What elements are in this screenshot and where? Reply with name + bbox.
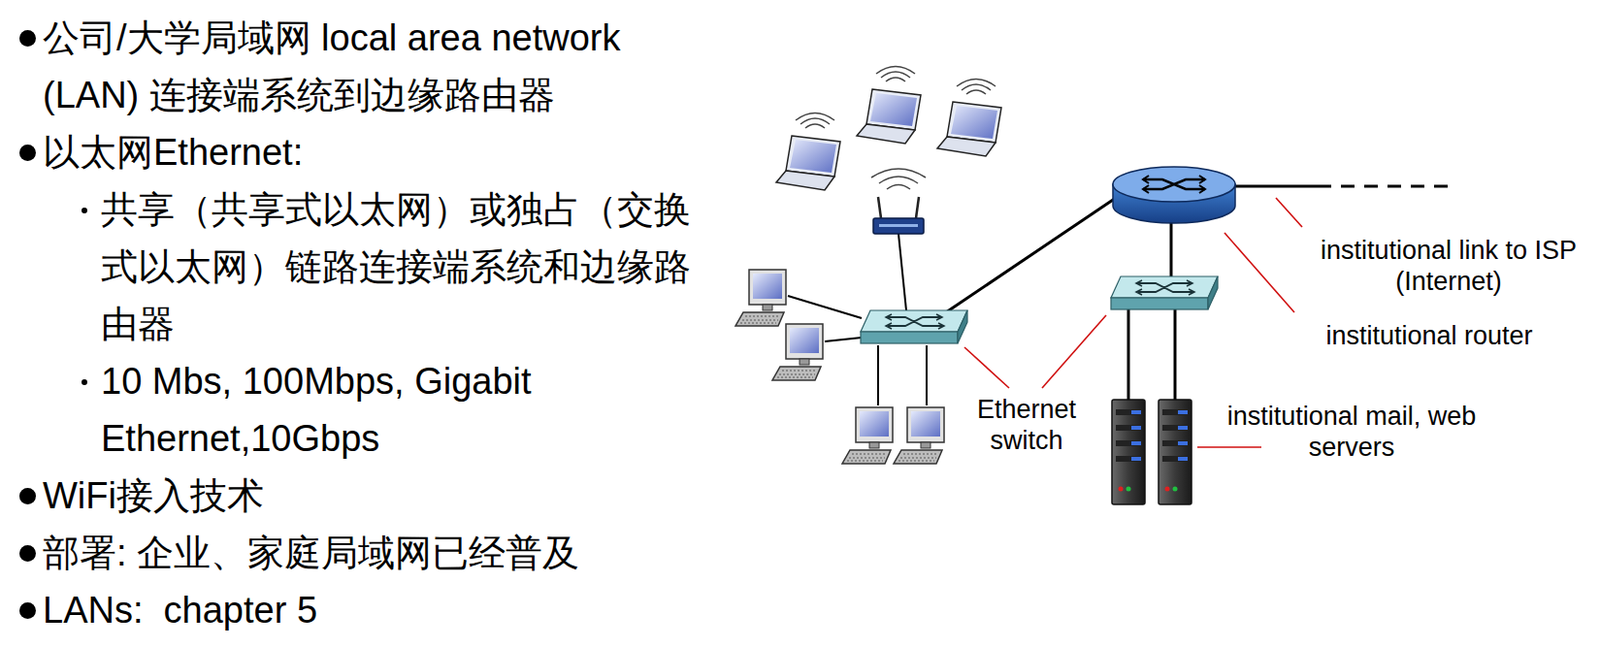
- wire: [925, 345, 928, 406]
- bullet-mark: [81, 379, 88, 386]
- bullet-item: 10 Mbs, 100Mbps, Gigabit Ethernet,10Gbps: [0, 353, 719, 468]
- network-wires: [787, 186, 1448, 406]
- leader-line: [1275, 197, 1303, 228]
- leader-line: [964, 347, 1010, 389]
- leader-line: [1224, 232, 1295, 313]
- bullet-text: WiFi接入技术: [42, 467, 719, 525]
- wire: [946, 197, 1116, 313]
- wireless-access-point: [871, 168, 926, 234]
- wire: [1174, 309, 1177, 400]
- wire: [787, 295, 862, 319]
- leader-line: [1197, 446, 1262, 449]
- router-icon: [1112, 166, 1236, 224]
- laptop-icon: [776, 113, 841, 192]
- desktop-pc-icon: [735, 269, 786, 327]
- bullet-item: 公司/大学局域网 local area network (LAN) 连接端系统到…: [0, 9, 719, 125]
- bullet-item: 共享（共享式以太网）或独占（交换式以太网）链路连接端系统和边缘路由器: [0, 181, 719, 354]
- bullet-mark: [19, 602, 36, 620]
- leader-line: [1042, 315, 1107, 389]
- server-icon: [1111, 399, 1145, 505]
- bullet-mark: [19, 545, 36, 562]
- desktop-pc-icon: [893, 407, 945, 464]
- server-icon: [1158, 399, 1192, 505]
- bullet-text: 公司/大学局域网 local area network (LAN) 连接端系统到…: [42, 9, 719, 125]
- bullet-item: 部署: 企业、家庭局域网已经普及: [0, 524, 719, 583]
- bullet-text: 以太网Ethernet:: [42, 124, 719, 182]
- desktop-pc-icon: [842, 407, 893, 464]
- wire: [898, 233, 907, 311]
- ethernet-switch-icon: [1110, 276, 1218, 310]
- bullet-mark: [81, 207, 88, 214]
- sub-bullet-text: 共享（共享式以太网）或独占（交换式以太网）链路连接端系统和边缘路由器: [100, 181, 719, 354]
- bullet-item: 以太网Ethernet:: [0, 124, 719, 182]
- bullet-mark: [19, 488, 36, 505]
- router-label: institutional router: [1298, 320, 1561, 352]
- wire: [824, 337, 862, 342]
- bullet-text: LANs: chapter 5: [42, 582, 719, 640]
- bullet-mark: [19, 144, 36, 162]
- wire: [877, 345, 880, 406]
- isp-link-label: institutional link to ISP (Internet): [1309, 234, 1588, 297]
- bullet-item: WiFi接入技术: [0, 467, 719, 525]
- bullet-item: LANs: chapter 5: [0, 582, 719, 640]
- dashed-wire: [1340, 185, 1448, 189]
- wire: [1127, 309, 1131, 400]
- ethernet-switch-icon: [860, 310, 968, 344]
- bullet-text: 部署: 企业、家庭局域网已经普及: [42, 524, 719, 583]
- switch-label: Ethernet switch: [962, 393, 1091, 457]
- wire: [1235, 185, 1332, 189]
- sub-bullet-text: 10 Mbs, 100Mbps, Gigabit Ethernet,10Gbps: [100, 353, 719, 468]
- bullet-mark: [19, 30, 36, 47]
- desktop-pc-icon: [772, 324, 823, 381]
- servers-label: institutional mail, web servers: [1224, 400, 1479, 463]
- bullet-list: 公司/大学局域网 local area network (LAN) 连接端系统到…: [0, 9, 719, 640]
- laptop-icon: [856, 66, 921, 145]
- laptop-icon: [937, 79, 1002, 158]
